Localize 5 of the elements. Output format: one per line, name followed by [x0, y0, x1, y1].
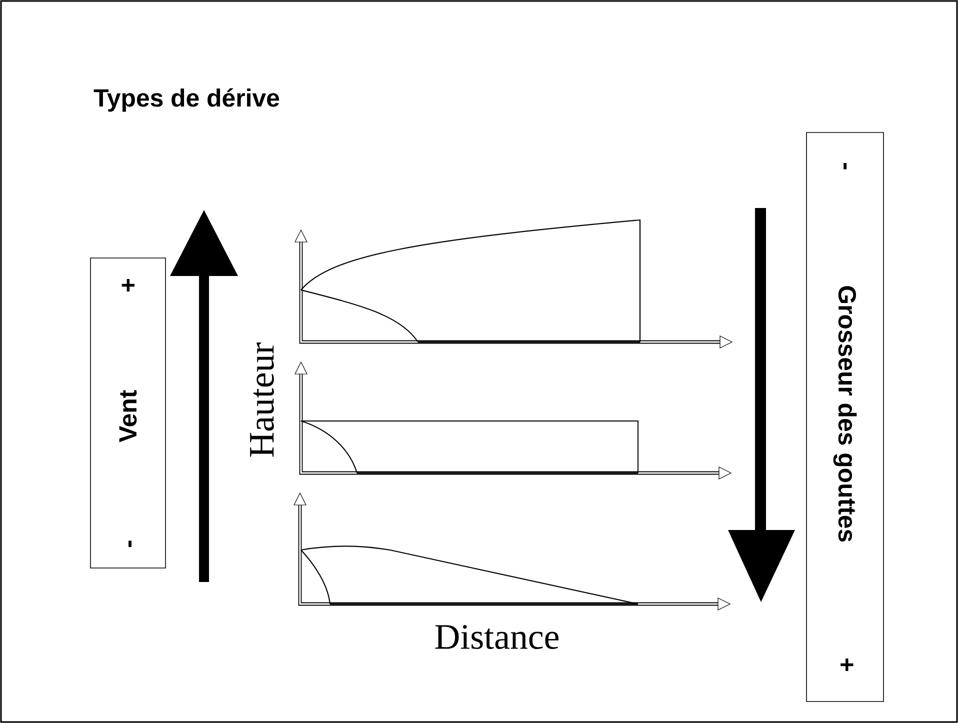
- axis-label: Hauteur: [250, 342, 274, 457]
- title: Types de dérive: [94, 88, 280, 112]
- axis-label: Distance: [435, 624, 558, 650]
- text-box: - Vent +: [90, 258, 166, 568]
- text-box: - Grosseur des gouttes +: [806, 132, 884, 702]
